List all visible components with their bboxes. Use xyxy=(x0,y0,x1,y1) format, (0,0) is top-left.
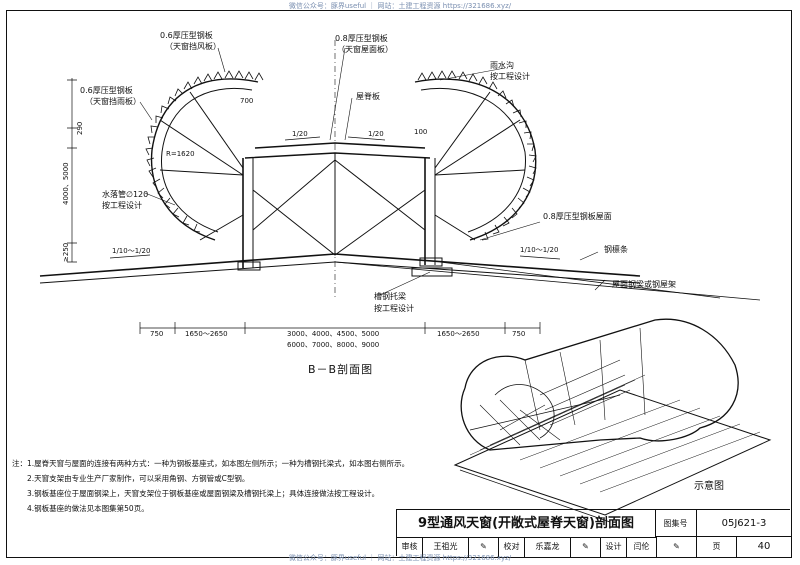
left-corrugation xyxy=(145,70,264,233)
isometric-caption: 示意图 xyxy=(694,481,724,492)
left-shell-rib xyxy=(159,119,244,176)
label-trough-support-design: 按工程设计 xyxy=(374,304,414,313)
label-slope-top-right: 1/20 xyxy=(368,130,384,138)
note-3: 3.钢板基座位于屋面钢梁上，天窗支架位于钢板基座或屋面钢梁及槽钢托梁上；具体连接… xyxy=(27,489,380,498)
frame-right-brace-2 xyxy=(434,214,476,241)
note-4: 4.钢板基座的做法见本图集第50页。 xyxy=(27,504,149,513)
watermark-top: 微信公众号：豚界useful ｜ 网站：土建工程资源 https://32168… xyxy=(288,2,512,10)
notes-block: 注：1.屋脊天窗与屋面的连接有两种方式：一种为钢板基座式，如本图左侧所示；一种为… xyxy=(12,456,482,516)
label-steel-plate-06-left: 0.6厚压型钢板 xyxy=(80,86,133,95)
right-shell-rib-2 xyxy=(434,91,491,169)
right-shell-arc xyxy=(414,78,537,241)
watermark-bottom: 微信公众号：豚界useful ｜ 网站：土建工程资源 https://32168… xyxy=(288,554,512,562)
section-title: B－B剖面图 xyxy=(308,363,374,376)
atlas-number: 05J621-3 xyxy=(697,510,791,537)
review-label: 审核 xyxy=(397,537,423,557)
label-dim-290: 290 xyxy=(76,121,84,135)
reviewer-name: 王祖光 xyxy=(423,537,469,557)
label-dim-100: 100 xyxy=(414,128,428,136)
label-radius: R=1620 xyxy=(166,150,195,158)
atlas-label: 图集号 xyxy=(655,510,697,537)
roof-beam-line-2 xyxy=(439,261,721,299)
roof-line-left-inner xyxy=(39,261,336,284)
roof-line-left xyxy=(39,253,336,277)
left-base-plate xyxy=(237,261,261,271)
designer-signature: ✎ xyxy=(657,537,697,557)
label-slope-roof-right: 1/10～1/20 xyxy=(520,246,559,254)
label-roof-plate-08: 0.8厚压型钢板屋面 xyxy=(543,212,612,221)
label-purlin: 钢檩条 xyxy=(604,245,628,254)
label-slope-top-left: 1/20 xyxy=(292,130,308,138)
drawing-frame xyxy=(6,10,792,558)
page-number: 40 xyxy=(757,541,771,552)
trough-beam xyxy=(411,267,453,277)
label-drain-pipe: 水落管∅120 xyxy=(102,190,149,199)
check-label: 校对 xyxy=(499,537,525,557)
design-label: 设计 xyxy=(601,537,627,557)
right-corrugation xyxy=(417,70,537,241)
truss-diag-1 xyxy=(252,159,426,231)
right-shell-arc-inner xyxy=(420,87,526,233)
frame-right-brace xyxy=(434,169,526,176)
dim-1: 750 xyxy=(150,330,164,338)
checker-name: 乐嘉龙 xyxy=(525,537,571,557)
label-roof-beam: 屋面钢梁或钢屋架 xyxy=(612,280,676,289)
label-slope-roof-left: 1/10～1/20 xyxy=(112,247,151,255)
ridge-cap-lower xyxy=(244,152,431,159)
label-gutter-design: 按工程设计 xyxy=(490,72,530,81)
isometric-view xyxy=(453,318,772,523)
label-dim-250: ≥250 xyxy=(62,242,70,262)
page-label: 页 xyxy=(697,537,737,557)
note-1: 注：1.屋脊天窗与屋面的连接有两种方式：一种为钢板基座式，如本图左侧所示；一种为… xyxy=(12,459,410,468)
drawing-title: 9型通风天窗(开敞式屋脊天窗)剖面图 xyxy=(397,510,656,538)
note-2: 2.天窗支架由专业生产厂家制作，可以采用角钢、方钢管或C型钢。 xyxy=(27,474,250,483)
dim-5: 750 xyxy=(512,330,526,338)
reviewer-signature: ✎ xyxy=(469,537,499,557)
truss-diag-2 xyxy=(252,189,426,256)
label-wind-plate-top: （天窗挡风板） xyxy=(165,42,221,51)
label-steel-plate-06-top: 0.6厚压型钢板 xyxy=(160,31,213,40)
label-gutter: 雨水沟 xyxy=(490,61,514,70)
dim-3b: 6000、7000、8000、9000 xyxy=(287,341,380,349)
right-shell-rib xyxy=(434,119,521,176)
frame-left-brace xyxy=(159,169,244,176)
label-trough-support: 槽钢托梁 xyxy=(374,292,406,301)
label-dim-700: 700 xyxy=(240,97,254,105)
label-ridge-board: 屋脊板 xyxy=(356,92,380,101)
ridge-cap xyxy=(254,142,426,149)
label-drain-pipe-design: 按工程设计 xyxy=(102,201,142,210)
checker-signature: ✎ xyxy=(571,537,601,557)
left-shell-arc-inner xyxy=(161,88,253,233)
dim-3a: 3000、4000、4500、5000 xyxy=(287,330,380,338)
label-dim-height: 4000、5000 xyxy=(62,162,70,205)
label-wind-plate-left: （天窗挡雨板） xyxy=(85,97,141,106)
dim-4: 1650～2650 xyxy=(437,330,480,338)
designer-name: 闫伦 xyxy=(627,537,657,557)
left-shell-rib-2 xyxy=(189,91,244,169)
frame-left-brace-2 xyxy=(199,214,244,241)
right-base-plate xyxy=(419,257,443,267)
label-steel-plate-08-top: 0.8厚压型钢板 xyxy=(335,34,388,43)
roof-line-right xyxy=(334,253,641,277)
label-ridge-roof-panel: （天窗屋面板） xyxy=(337,45,393,54)
title-block: 9型通风天窗(开敞式屋脊天窗)剖面图 图集号 05J621-3 审核 王祖光 ✎… xyxy=(396,509,791,557)
dim-2: 1650～2650 xyxy=(185,330,228,338)
roof-line-right-inner xyxy=(334,261,641,284)
